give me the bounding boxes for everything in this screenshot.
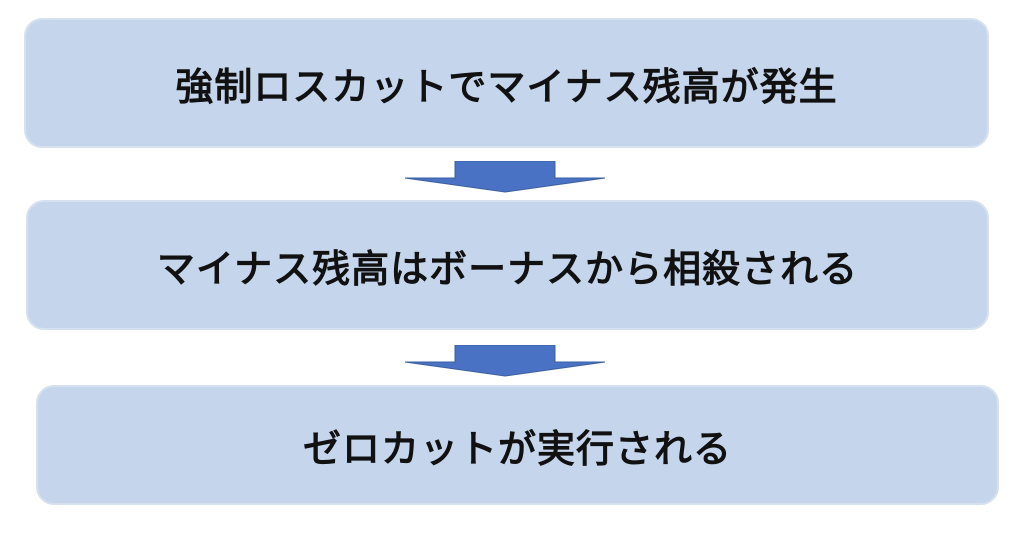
flow-step-2: マイナス残高はボーナスから相殺される bbox=[26, 200, 989, 330]
down-arrow-icon bbox=[404, 161, 606, 193]
flow-step-1-label: 強制ロスカットでマイナス残高が発生 bbox=[175, 64, 838, 109]
flow-step-2-label: マイナス残高はボーナスから相殺される bbox=[156, 246, 859, 291]
flow-step-3-label: ゼロカットが実行される bbox=[302, 426, 732, 471]
flow-step-3: ゼロカットが実行される bbox=[36, 385, 999, 505]
down-arrow-icon bbox=[404, 345, 606, 377]
flow-step-1: 強制ロスカットでマイナス残高が発生 bbox=[24, 18, 989, 148]
